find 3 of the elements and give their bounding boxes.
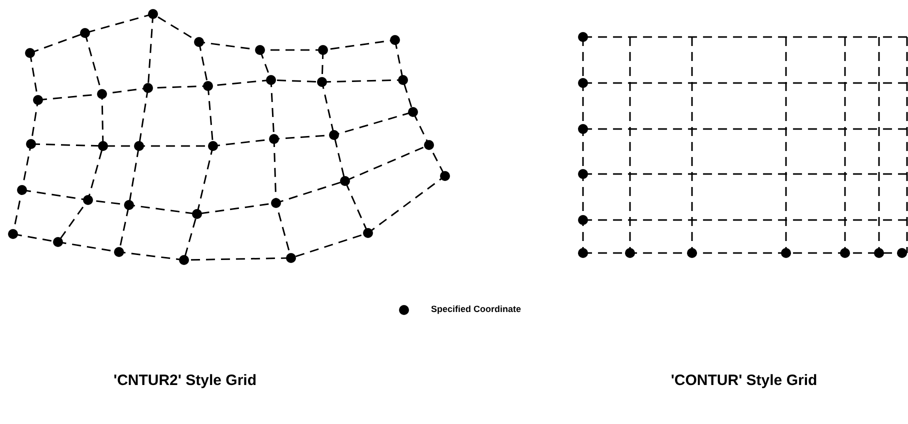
legend-text: Specified Coordinate — [431, 304, 522, 314]
grid-caption: 'CNTUR2' Style Grid — [114, 372, 256, 389]
grid-caption: 'CONTUR' Style Grid — [670, 372, 818, 389]
